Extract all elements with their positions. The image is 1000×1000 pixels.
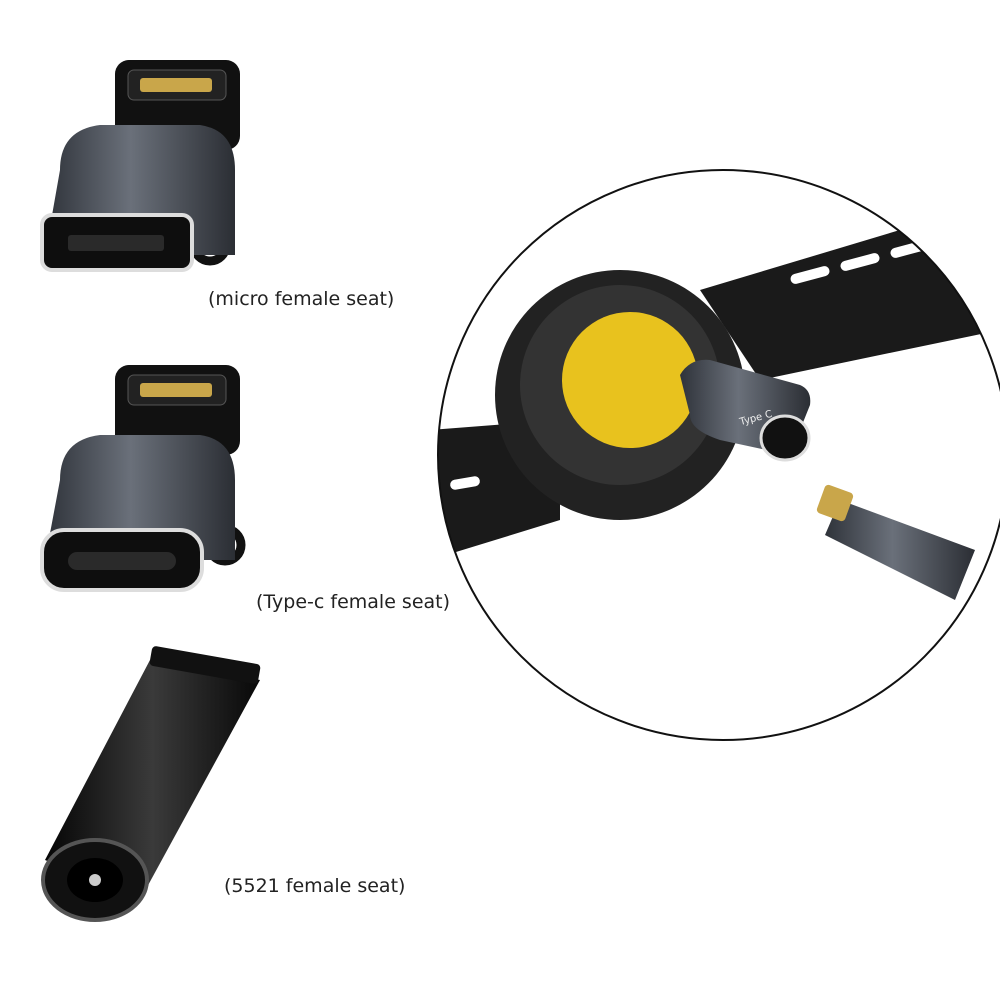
dc5521-adapter-image: [41, 646, 261, 922]
inset-border: [437, 169, 1000, 741]
watch-inset-image: [438, 170, 1000, 740]
dc5521-female-seat-label: (5521 female seat): [224, 875, 406, 897]
micro-female-seat-label: (micro female seat): [208, 288, 395, 310]
type-c-adapter-image: [40, 365, 246, 592]
micro-usb-adapter-image: [40, 60, 240, 272]
type-c-female-seat-label: (Type-c female seat): [256, 591, 451, 613]
